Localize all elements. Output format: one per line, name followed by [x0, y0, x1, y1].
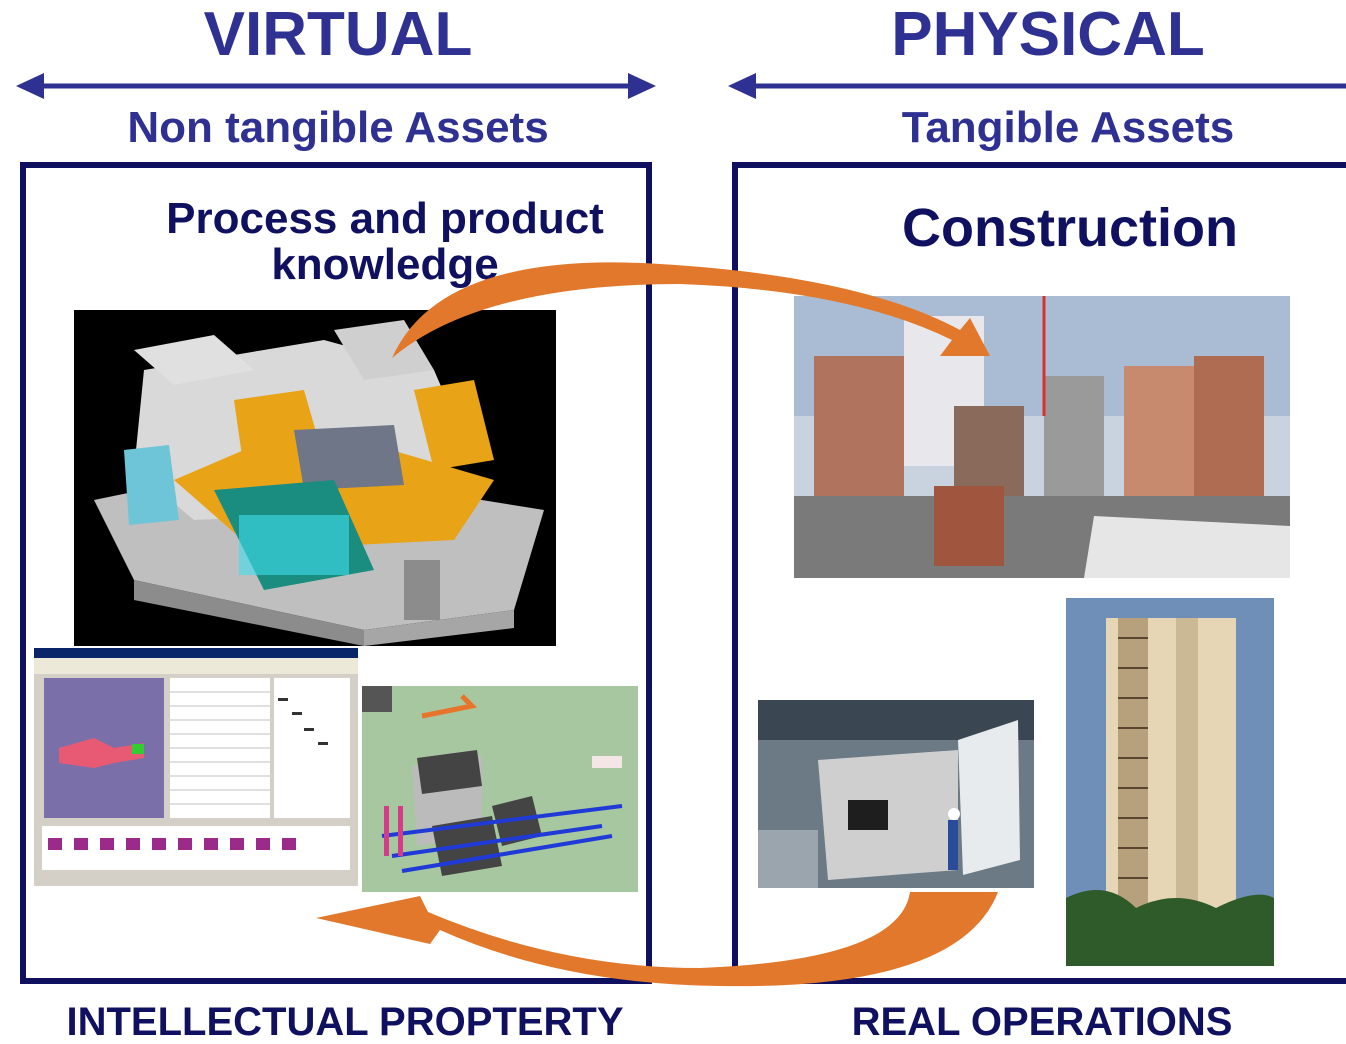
physical-heading: PHYSICAL [891, 0, 1205, 69]
physical-panel-title: Construction [902, 198, 1238, 258]
virtual-panel-title: Process and product knowledge [166, 194, 604, 289]
virtual-heading: VIRTUAL [203, 0, 473, 69]
non-tangible-subheading: Non tangible Assets [127, 103, 549, 152]
virtual-panel [20, 162, 652, 984]
physical-to-virtual-arrow [316, 892, 998, 987]
construction-site-image [794, 296, 1290, 578]
real-operations-footer: REAL OPERATIONS [851, 1000, 1233, 1044]
prefab-factory-image [758, 700, 1034, 888]
planning-software-image [34, 648, 358, 886]
physical-arrow [728, 73, 1346, 99]
intellectual-property-footer: INTELLECTUAL PROPTERTY [66, 1000, 624, 1044]
virtual-to-physical-arrow [392, 262, 990, 358]
tangible-subheading: Tangible Assets [901, 103, 1235, 152]
physical-panel [732, 162, 1346, 984]
3d-plant-simulation-image [362, 686, 638, 892]
highrise-tower-image [1066, 598, 1274, 966]
3d-building-model-image [74, 310, 556, 646]
virtual-double-arrow [16, 73, 656, 99]
header-arrows [16, 73, 1346, 99]
